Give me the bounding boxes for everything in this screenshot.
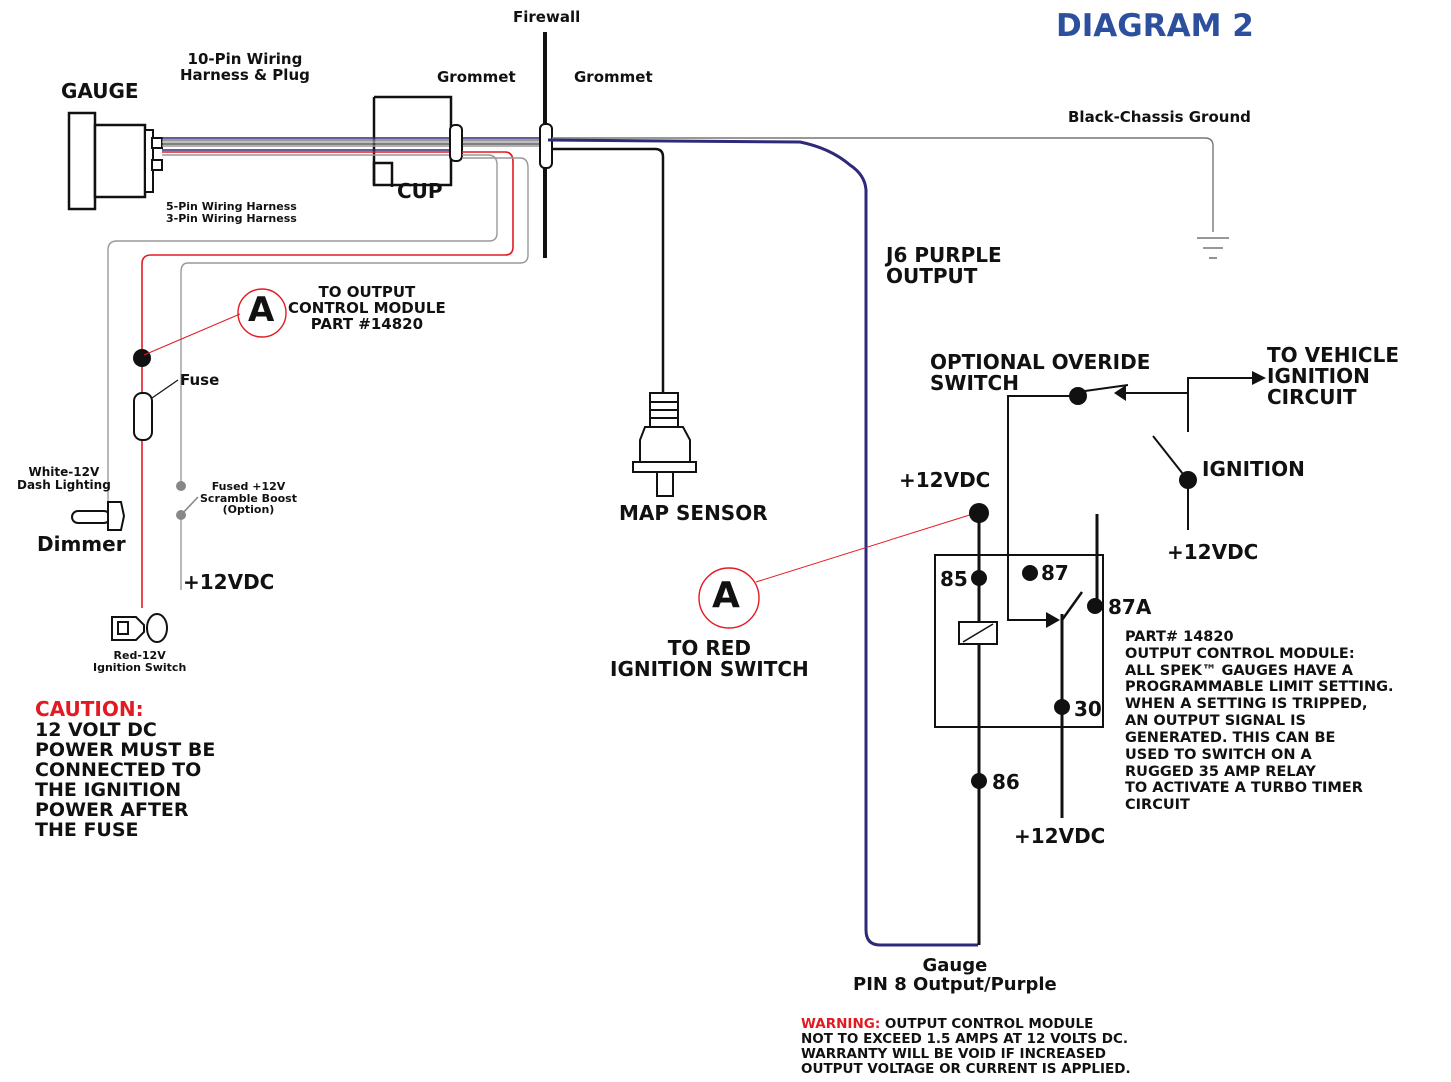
purple-output-wire — [547, 138, 978, 947]
pin-85-label: 85 — [940, 567, 968, 591]
fuse-body — [133, 392, 153, 441]
pin-86-dot — [971, 773, 987, 789]
pin-86-label: 86 — [992, 770, 1020, 794]
harness-10pin-label: 10-Pin Wiring Harness & Plug — [180, 50, 310, 84]
chassis-ground-label: Black-Chassis Ground — [1068, 108, 1251, 126]
ignition-dot — [1179, 471, 1197, 489]
white-dash-label: White-12V Dash Lighting — [17, 465, 111, 492]
part-info-note: PART# 14820 OUTPUT CONTROL MODULE: ALL S… — [1125, 629, 1394, 814]
caution-heading: CAUTION: — [35, 697, 144, 721]
grommet-firewall — [539, 123, 553, 169]
grommet-left-label: Grommet — [437, 68, 516, 86]
diagram-title: DIAGRAM 2 — [1056, 8, 1254, 44]
connector-a-top-label: TO OUTPUT CONTROL MODULE PART #14820 — [288, 283, 446, 333]
pin-30-dot — [1054, 699, 1070, 715]
red-wire-ignition — [141, 151, 514, 608]
connector-a-bottom-label: TO RED IGNITION SWITCH — [610, 636, 809, 681]
fused-boost-label: Fused +12V Scramble Boost (Option) — [200, 480, 297, 517]
ignition-switch-label: Red-12V Ignition Switch — [93, 649, 187, 674]
gauge-body — [67, 111, 163, 211]
override-switch-label: OPTIONAL OVERIDE SWITCH — [930, 350, 1151, 395]
pin-85-dot — [971, 570, 987, 586]
cup-label: CUP — [397, 179, 443, 203]
pin-87-dot — [1022, 565, 1038, 581]
ignition-label: IGNITION — [1202, 457, 1305, 481]
warning-body: OUTPUT CONTROL MODULE NOT TO EXCEED 1.5 … — [801, 1016, 1131, 1078]
connector-a-top-letter: A — [248, 290, 275, 330]
plus12-relay-top-dot — [969, 503, 989, 523]
pin-87a-label: 87A — [1108, 595, 1152, 619]
map-sensor-label: MAP SENSOR — [619, 501, 768, 525]
harness-bundle — [162, 137, 548, 156]
warning-heading: WARNING: — [801, 1016, 881, 1032]
pin-30-label: 30 — [1074, 697, 1102, 721]
ground-symbol — [1197, 237, 1229, 259]
gauge-label: GAUGE — [61, 79, 139, 103]
grommet-right-label: Grommet — [574, 68, 653, 86]
map-sensor-body — [632, 392, 697, 497]
map-hose — [552, 147, 665, 393]
plus12-relay-bottom-label: +12VDC — [1014, 824, 1106, 848]
connector-a-bottom-circle — [698, 567, 760, 629]
override-switch-dot — [1069, 387, 1087, 405]
dimmer-label: Dimmer — [37, 532, 126, 556]
relay-box — [934, 554, 1104, 728]
ground-wire — [552, 137, 1214, 232]
connector-a-top-circle — [237, 288, 287, 338]
warning-note: WARNING: OUTPUT CONTROL MODULE NOT TO EX… — [801, 1016, 1131, 1078]
gauge-pin8-label: Gauge PIN 8 Output/Purple — [853, 955, 1057, 995]
firewall-label: Firewall — [513, 8, 581, 26]
plus12-relay-top-label: +12VDC — [899, 468, 991, 492]
grommet-cup — [449, 124, 463, 162]
pin-87-label: 87 — [1041, 561, 1069, 585]
harness-5-3pin-label: 5-Pin Wiring Harness 3-Pin Wiring Harnes… — [166, 200, 297, 225]
gray-wire-boost — [180, 157, 529, 590]
to-vehicle-label: TO VEHICLE IGNITION CIRCUIT — [1267, 343, 1400, 409]
override-wire — [1007, 395, 1078, 621]
gray-wire-dimmer — [107, 154, 498, 505]
pin-87a-dot — [1087, 598, 1103, 614]
junction-dot-fuse — [133, 349, 151, 367]
caution-body: 12 VOLT DC POWER MUST BE CONNECTED TO TH… — [35, 719, 216, 841]
fuse-label: Fuse — [180, 371, 220, 389]
plus12-ignition-label: +12VDC — [1167, 540, 1259, 564]
ignition-key-icon — [111, 613, 168, 643]
dimmer-switch-icon — [71, 501, 126, 531]
j6-output-label: J6 PURPLE OUTPUT — [886, 243, 1002, 288]
plus12-left-label: +12VDC — [183, 570, 275, 594]
connector-a-bottom-letter: A — [712, 575, 740, 616]
